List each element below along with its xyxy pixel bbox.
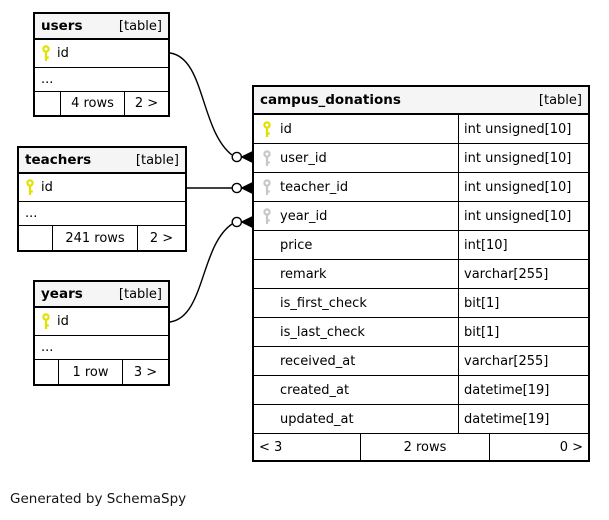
table-footer: 4 rows 2 > — [35, 92, 168, 115]
footer-spacer-cell — [19, 226, 52, 250]
table-name: years — [41, 286, 83, 302]
edge-teachers-to-teacher-id — [187, 181, 253, 195]
column-row: price int[10] — [254, 231, 588, 260]
table-header[interactable]: campus_donations [table] — [254, 87, 588, 115]
column-type: int unsigned[10] — [464, 208, 572, 224]
more-columns-row: ... — [35, 336, 168, 360]
row-count-label: 4 rows — [60, 92, 124, 115]
prev-relations-nav[interactable]: < 3 — [259, 439, 283, 455]
footer-spacer-cell — [35, 360, 58, 384]
table-header[interactable]: users [table] — [35, 14, 168, 40]
column-row: received_at varchar[255] — [254, 347, 588, 376]
column-name: is_first_check — [280, 295, 367, 311]
foreign-key-icon — [254, 178, 280, 196]
primary-key-icon — [254, 120, 280, 138]
column-row: user_id int unsigned[10] — [254, 144, 588, 173]
foreign-key-icon — [254, 207, 280, 225]
table-type-tag: [table] — [538, 92, 582, 108]
column-name: id — [41, 180, 53, 195]
column-name: price — [280, 237, 313, 253]
table-type-tag: [table] — [118, 18, 162, 34]
column-type: int unsigned[10] — [464, 179, 572, 195]
column-name: teacher_id — [280, 179, 349, 195]
column-name: updated_at — [280, 411, 354, 427]
column-name: year_id — [280, 208, 328, 224]
table-node-users[interactable]: users [table] id ... 4 rows 2 > — [33, 12, 170, 117]
column-row: updated_at datetime[19] — [254, 405, 588, 434]
column-type: int unsigned[10] — [464, 150, 572, 166]
table-footer: < 3 2 rows 0 > — [254, 434, 588, 460]
table-header[interactable]: teachers [table] — [19, 148, 185, 174]
column-type: int[10] — [464, 237, 508, 253]
column-name: id — [280, 121, 292, 137]
column-row: year_id int unsigned[10] — [254, 202, 588, 231]
ellipsis-label: ... — [25, 206, 38, 221]
table-name: teachers — [25, 152, 92, 168]
column-type: varchar[255] — [464, 353, 549, 369]
table-name: campus_donations — [260, 92, 401, 108]
table-node-teachers[interactable]: teachers [table] id ... 241 rows 2 > — [17, 146, 187, 252]
ellipsis-label: ... — [41, 72, 54, 87]
related-tables-nav[interactable]: 2 > — [124, 92, 168, 115]
column-type: varchar[255] — [464, 266, 549, 282]
more-columns-row: ... — [35, 68, 168, 92]
table-footer: 1 row 3 > — [35, 360, 168, 384]
foreign-key-icon — [254, 149, 280, 167]
column-type: datetime[19] — [464, 382, 550, 398]
column-type: int unsigned[10] — [464, 121, 572, 137]
column-row-id: id — [35, 40, 168, 68]
row-count-label: 2 rows — [360, 434, 489, 460]
column-name: remark — [280, 266, 327, 282]
column-name: received_at — [280, 353, 356, 369]
column-row-id: id — [35, 308, 168, 336]
column-name: id — [57, 46, 69, 61]
related-tables-nav[interactable]: 3 > — [122, 360, 168, 384]
row-count-label: 241 rows — [52, 226, 137, 250]
column-name: id — [57, 314, 69, 329]
column-row: remark varchar[255] — [254, 260, 588, 289]
table-header[interactable]: years [table] — [35, 282, 168, 308]
table-node-years[interactable]: years [table] id ... 1 row 3 > — [33, 280, 170, 386]
column-name: is_last_check — [280, 324, 365, 340]
column-type: datetime[19] — [464, 411, 550, 427]
primary-key-icon — [35, 313, 57, 330]
ellipsis-label: ... — [41, 340, 54, 355]
column-row: is_first_check bit[1] — [254, 289, 588, 318]
column-row: teacher_id int unsigned[10] — [254, 173, 588, 202]
column-row: is_last_check bit[1] — [254, 318, 588, 347]
primary-key-icon — [19, 179, 41, 196]
generator-credit: Generated by SchemaSpy — [10, 491, 187, 507]
column-row: id int unsigned[10] — [254, 115, 588, 144]
column-type: bit[1] — [464, 295, 500, 311]
column-row: created_at datetime[19] — [254, 376, 588, 405]
table-node-campus-donations[interactable]: campus_donations [table] id int unsigned… — [252, 85, 590, 462]
more-columns-row: ... — [19, 202, 185, 226]
primary-key-icon — [35, 45, 57, 62]
table-type-tag: [table] — [135, 152, 179, 168]
related-tables-nav[interactable]: 2 > — [137, 226, 185, 250]
table-footer: 241 rows 2 > — [19, 226, 185, 250]
table-type-tag: [table] — [118, 286, 162, 302]
footer-spacer-cell — [35, 92, 60, 115]
next-relations-nav[interactable]: 0 > — [489, 434, 588, 460]
table-name: users — [41, 18, 83, 34]
column-name: created_at — [280, 382, 350, 398]
row-count-label: 1 row — [58, 360, 122, 384]
column-type: bit[1] — [464, 324, 500, 340]
column-row-id: id — [19, 174, 185, 202]
column-name: user_id — [280, 150, 327, 166]
